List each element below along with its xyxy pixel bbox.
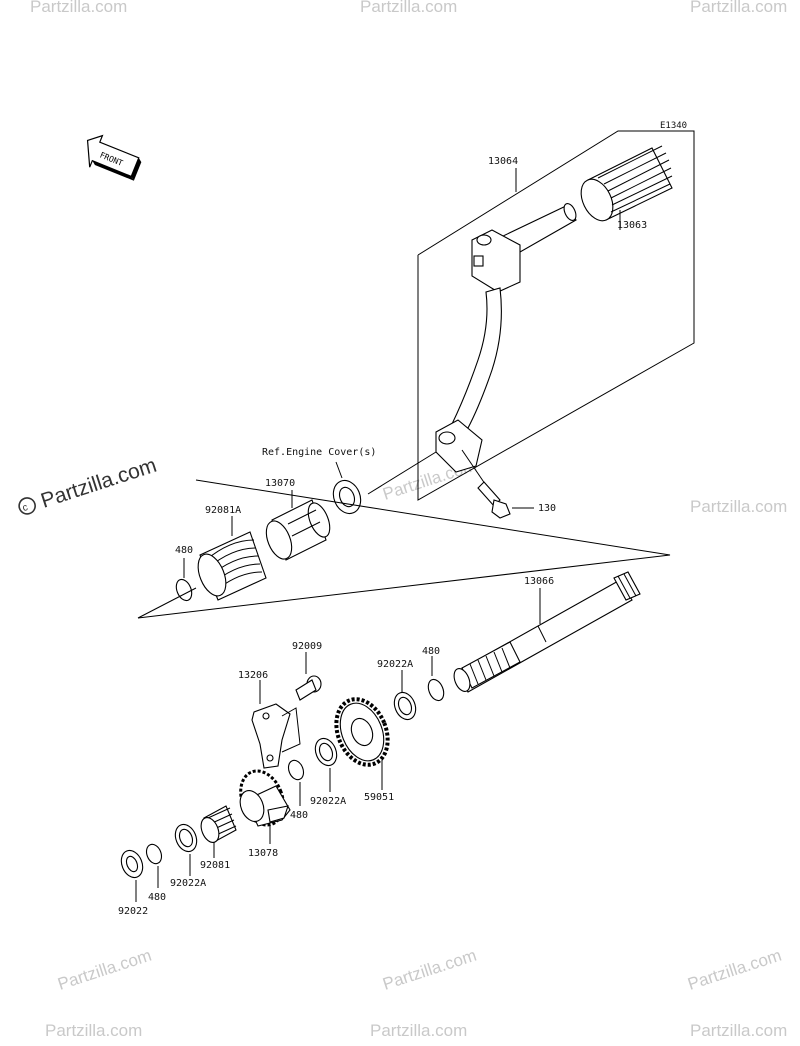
oil-seal xyxy=(332,479,362,515)
watermark-text: Partzilla.com xyxy=(690,497,787,516)
watermark-text: Partzilla.com xyxy=(370,1021,467,1040)
washer-92022A-top xyxy=(393,670,417,721)
part-label: 13063 xyxy=(617,220,647,231)
kick-shaft-13066 xyxy=(453,571,641,693)
bolt-130 xyxy=(461,449,534,519)
plate-13206 xyxy=(251,680,301,769)
kick-pedal-rubber xyxy=(580,145,673,230)
part-label: 92081 xyxy=(200,860,230,871)
diagram-code: E1340 xyxy=(660,121,687,131)
guide-13070 xyxy=(265,490,331,561)
watermark-text: Partzilla.com xyxy=(380,946,478,994)
ref-label: Ref.Engine Cover(s) xyxy=(262,447,376,458)
watermark-text: Partzilla.com xyxy=(55,946,153,994)
watermark-text: Partzilla.com xyxy=(690,0,787,16)
watermark-text: Partzilla.com xyxy=(685,946,783,994)
upper-group-frame xyxy=(137,479,671,619)
part-label: 92022A xyxy=(170,878,206,889)
part-label: 13078 xyxy=(248,848,278,859)
screw-92009 xyxy=(295,652,322,701)
part-label: 13070 xyxy=(265,478,295,489)
svg-text:c: c xyxy=(21,502,29,514)
part-label: 92022A xyxy=(310,796,346,807)
part-label: 480 xyxy=(290,810,308,821)
kick-pedal-arm xyxy=(435,203,577,473)
part-label: 13064 xyxy=(488,156,518,167)
part-label: 13066 xyxy=(524,576,554,587)
part-label: 92009 xyxy=(292,641,322,652)
watermark-text: Partzilla.com xyxy=(45,1021,142,1040)
part-label: 480 xyxy=(148,892,166,903)
washer-92022 xyxy=(120,849,144,902)
part-label: 92022A xyxy=(377,659,413,670)
shaft-axis-line xyxy=(367,451,437,495)
part-label: 130 xyxy=(538,503,556,514)
watermark-text: Partzilla.com xyxy=(30,0,127,16)
watermark-text: Partzilla.com xyxy=(360,0,457,16)
front-arrow-icon: FRONT xyxy=(86,134,142,181)
watermark-main: c Partzilla.com xyxy=(18,454,159,515)
part-label: 480 xyxy=(175,545,193,556)
part-label: 480 xyxy=(422,646,440,657)
watermark-text: Partzilla.com xyxy=(690,1021,787,1040)
part-label: 59051 xyxy=(364,792,394,803)
circlip-480-mid xyxy=(427,656,445,702)
kick-pedal-frame xyxy=(417,130,695,501)
part-labels: 13064 13063 130 Ref.Engine Cover(s) 1307… xyxy=(118,156,647,917)
part-label: 13206 xyxy=(238,670,268,681)
gear-59051 xyxy=(334,697,390,790)
upper-group-frame-line xyxy=(137,587,197,619)
copyright-icon xyxy=(18,497,36,515)
circlip-480-top xyxy=(175,558,193,602)
ratchet-13078 xyxy=(239,769,291,844)
part-label: 92022 xyxy=(118,906,148,917)
watermark-main-text: Partzilla.com xyxy=(38,454,159,513)
ref-leader xyxy=(335,461,343,479)
circlip-480-bottom xyxy=(145,843,163,888)
spring-92081 xyxy=(200,805,237,858)
part-label: 92081A xyxy=(205,505,241,516)
washer-92022A-low xyxy=(174,823,198,876)
washer-92022A-mid xyxy=(314,737,338,792)
spring-92081A xyxy=(197,516,267,601)
circlip-480-low xyxy=(287,759,305,806)
